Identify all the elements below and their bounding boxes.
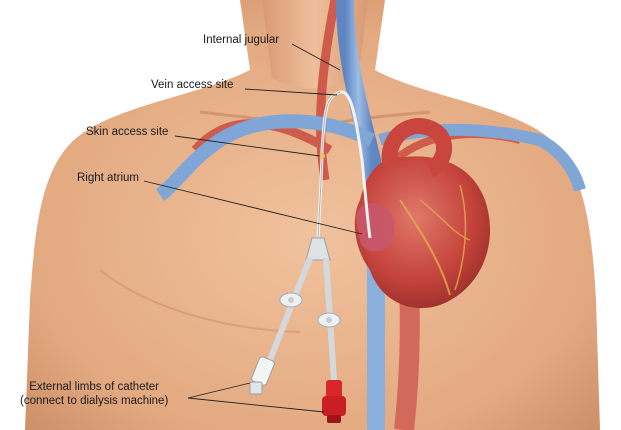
label-skin-access-site: Skin access site xyxy=(86,125,168,139)
label-vein-access-site: Vein access site xyxy=(151,78,233,92)
label-right-atrium: Right atrium xyxy=(77,171,139,185)
label-external-limbs: External limbs of catheter (connect to d… xyxy=(20,380,168,408)
label-internal-jugular: Internal jugular xyxy=(203,33,279,47)
label-external-limbs-line2: (connect to dialysis machine) xyxy=(20,394,168,408)
label-external-limbs-line1: External limbs of catheter xyxy=(20,380,168,394)
clamp-left xyxy=(280,293,302,307)
clamp-right xyxy=(318,313,340,327)
